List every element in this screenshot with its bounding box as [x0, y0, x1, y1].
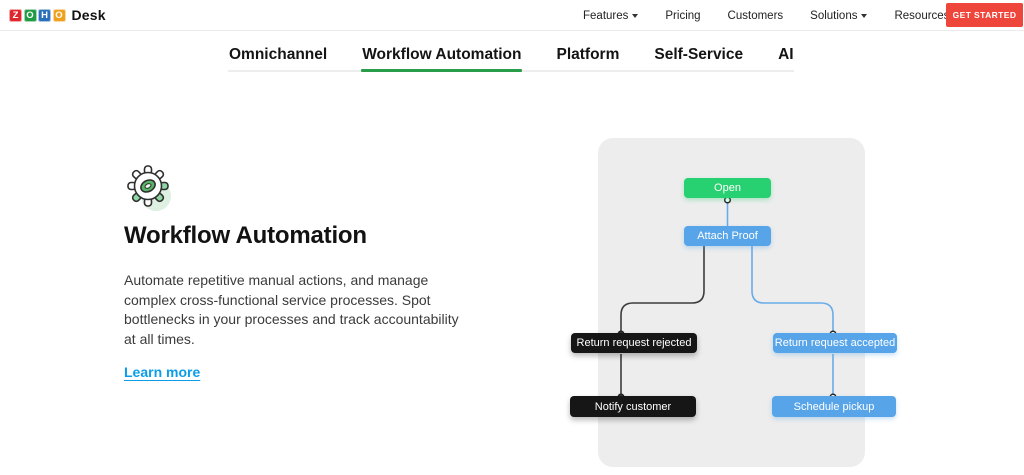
nav-item-features[interactable]: Features	[583, 9, 639, 22]
nav-item-pricing[interactable]: Pricing	[665, 10, 700, 22]
chevron-down-icon	[861, 14, 868, 18]
nav-item-label: Solutions	[810, 9, 858, 22]
get-started-button[interactable]: GET STARTED	[946, 3, 1023, 27]
nav-item-label: Pricing	[665, 9, 701, 22]
logo-letter-o2: O	[52, 8, 66, 22]
nav-item-label: Customers	[727, 9, 784, 22]
tab-ai[interactable]: AI	[778, 46, 794, 63]
feature-description: Automate repetitive manual actions, and …	[124, 272, 459, 347]
logo-letter-h: H	[38, 8, 51, 22]
nav-item-label: Resources	[894, 9, 950, 22]
workflow-node-return-request-accepted[interactable]: Return request accepted	[773, 333, 897, 353]
main-menu: Features Pricing Customers Solutions Res…	[583, 0, 960, 31]
tab-workflow-automation[interactable]: Workflow Automation	[361, 44, 523, 72]
gear-icon	[124, 160, 176, 214]
page-title: Workflow Automation	[124, 222, 367, 249]
tab-platform[interactable]: Platform	[556, 46, 620, 63]
logo-letter-z: Z	[9, 8, 22, 22]
workflow-node-schedule-pickup[interactable]: Schedule pickup	[772, 396, 896, 417]
nav-item-solutions[interactable]: Solutions	[810, 9, 868, 22]
feature-copy-section: Workflow Automation Automate repetitive …	[124, 160, 464, 382]
workflow-node-return-request-rejected[interactable]: Return request rejected	[571, 333, 697, 353]
workflow-node-notify-customer[interactable]: Notify customer	[570, 396, 696, 417]
nav-item-customers[interactable]: Customers	[728, 10, 784, 22]
nav-item-label: Features	[583, 9, 629, 22]
zoho-logo-icon: Z O H O	[9, 8, 66, 22]
logo-letter-o1: O	[23, 8, 37, 22]
feature-tabs: Omnichannel Workflow Automation Platform…	[228, 44, 794, 72]
chevron-down-icon	[632, 14, 639, 18]
tab-self-service[interactable]: Self-Service	[654, 46, 744, 63]
workflow-diagram: Open Attach Proof Return request rejecte…	[560, 130, 910, 475]
zoho-desk-logo[interactable]: Z O H O Desk	[9, 7, 106, 23]
workflow-node-attach-proof[interactable]: Attach Proof	[684, 226, 771, 246]
product-name: Desk	[71, 7, 106, 23]
learn-more-link[interactable]: Learn more	[124, 364, 201, 380]
top-navigation-bar: Z O H O Desk Features Pricing Customers …	[0, 0, 1024, 31]
tab-omnichannel[interactable]: Omnichannel	[229, 46, 328, 63]
workflow-node-open[interactable]: Open	[684, 178, 771, 198]
